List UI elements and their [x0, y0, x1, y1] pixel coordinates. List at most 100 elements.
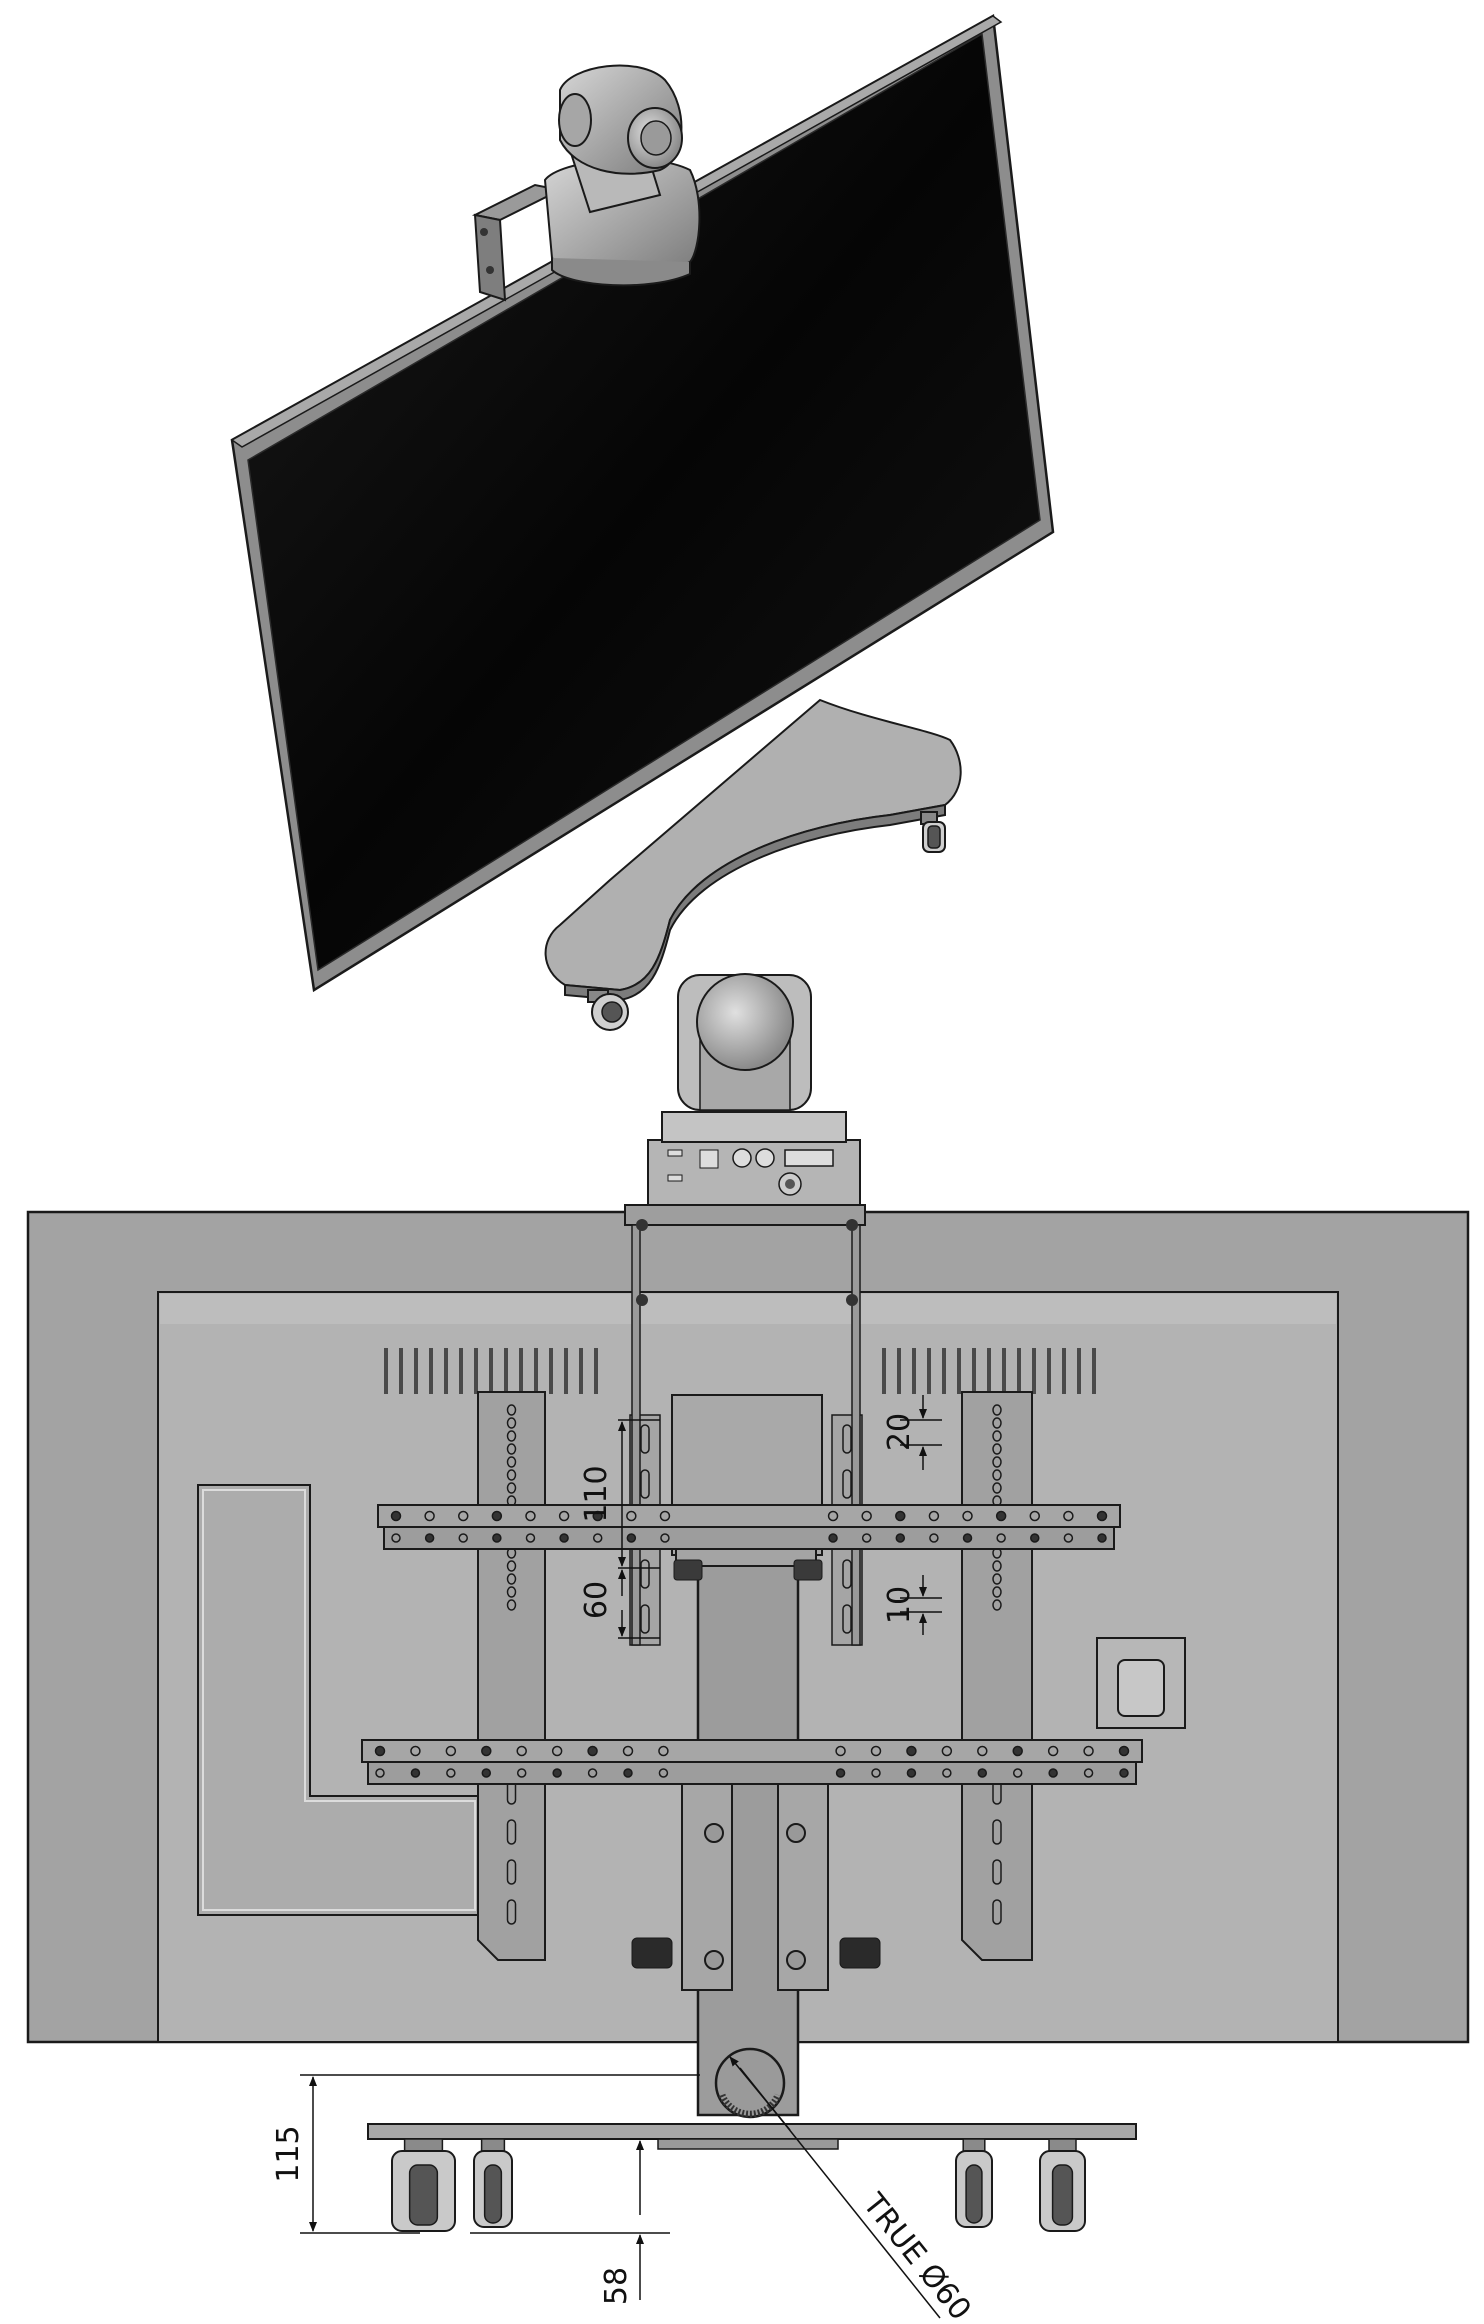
- vent-slot: [384, 1348, 388, 1394]
- arm-hole: [828, 1533, 838, 1543]
- dim-caster-height: 58: [470, 2138, 670, 2305]
- iso-base: [544, 698, 962, 1002]
- rail-hole: [506, 1417, 517, 1429]
- caster-wheel: [483, 2164, 503, 2224]
- arm-hole: [1118, 1745, 1130, 1757]
- caster-wheel: [408, 2164, 439, 2226]
- dim-label-115: 115: [271, 2125, 306, 2182]
- rear-camera: [647, 973, 861, 1206]
- iso-caster-right: [920, 811, 946, 853]
- arm-hole: [410, 1768, 421, 1778]
- arm-hole: [458, 1533, 468, 1543]
- dim-label-60: 60: [579, 1581, 614, 1619]
- arm-hole: [445, 1745, 457, 1757]
- arm-hole: [870, 1745, 882, 1757]
- arm-hole: [1048, 1768, 1058, 1778]
- arm-hole: [558, 1510, 570, 1522]
- arm-hole: [424, 1533, 435, 1543]
- arm-hole: [941, 1745, 953, 1757]
- arm-hole: [835, 1745, 846, 1757]
- rail-slot: [992, 1899, 1002, 1925]
- inner-rail-slot: [640, 1604, 650, 1634]
- arm-hole: [928, 1510, 940, 1522]
- vent-slot: [942, 1348, 946, 1394]
- arm-hole: [481, 1745, 492, 1757]
- rail-hole: [506, 1573, 517, 1585]
- arm-hole: [962, 1533, 973, 1543]
- vent-slot: [1047, 1348, 1051, 1394]
- rail-slot: [992, 1819, 1002, 1845]
- arm-hole: [375, 1768, 385, 1778]
- inner-rail-slot: [842, 1469, 852, 1499]
- rail-hole: [992, 1482, 1002, 1494]
- dim-label-10: 10: [882, 1586, 917, 1624]
- inner-rail-slot: [842, 1424, 852, 1454]
- arm-hole: [895, 1533, 906, 1543]
- dim-label-20: 20: [882, 1413, 917, 1451]
- vent-slot: [1002, 1348, 1006, 1394]
- horizontal-arms: [361, 1504, 1143, 1785]
- arm-hole: [996, 1533, 1006, 1543]
- vent-slot: [1077, 1348, 1081, 1394]
- arm-hole: [1047, 1745, 1059, 1757]
- rail-hole: [992, 1430, 1002, 1442]
- caster-wheel: [965, 2164, 983, 2224]
- arm-hole: [551, 1745, 563, 1757]
- vent-slot: [882, 1348, 886, 1394]
- caster-mount: [403, 2138, 444, 2152]
- vent-slot: [429, 1348, 433, 1394]
- arm-hole: [861, 1510, 872, 1522]
- arm-hole: [525, 1510, 536, 1522]
- rail-hole: [992, 1417, 1002, 1429]
- vent-slot: [579, 1348, 583, 1394]
- arm-hole: [525, 1533, 536, 1543]
- horizontal-arm-lower: [383, 1526, 1115, 1550]
- arm-hole: [658, 1745, 669, 1757]
- arm-hole: [391, 1533, 401, 1543]
- arm-hole: [1063, 1533, 1074, 1543]
- arm-hole: [492, 1533, 502, 1543]
- rail-hole: [506, 1456, 517, 1468]
- rail-slot: [506, 1859, 517, 1885]
- vent-slot: [549, 1348, 553, 1394]
- arm-hole: [1096, 1510, 1108, 1522]
- vent-slot: [912, 1348, 916, 1394]
- arm-hole: [1083, 1768, 1094, 1778]
- arm-hole: [446, 1768, 456, 1778]
- vent-slots: [384, 1348, 1096, 1394]
- arm-hole: [1012, 1745, 1023, 1757]
- dim-slot-spacing: 110: [579, 1419, 660, 1569]
- rail-hole: [992, 1599, 1002, 1611]
- rear-camera-lens: [696, 973, 794, 1071]
- center-pole: [631, 1539, 881, 2119]
- vent-slot: [414, 1348, 418, 1394]
- arm-hole: [906, 1768, 917, 1778]
- arm-hole: [457, 1510, 469, 1522]
- rail-hole: [992, 1586, 1002, 1598]
- vent-slot: [594, 1348, 598, 1394]
- arm-hole: [516, 1768, 527, 1778]
- vent-slot: [564, 1348, 568, 1394]
- arm-hole: [861, 1533, 872, 1543]
- arm-hole: [481, 1768, 492, 1778]
- arm-hole: [660, 1533, 670, 1543]
- arm-hole: [1119, 1768, 1129, 1778]
- arm-hole: [424, 1510, 435, 1522]
- arm-hole: [906, 1745, 917, 1757]
- arm-hole: [658, 1768, 669, 1778]
- inner-rail-slot: [842, 1559, 852, 1589]
- dim-label-58: 58: [599, 2267, 634, 2305]
- horizontal-arm: [361, 1739, 1143, 1763]
- rear-view: [26, 973, 1470, 2232]
- rail-hole: [506, 1443, 517, 1455]
- arm-hole: [516, 1745, 527, 1757]
- casters: [391, 2138, 1086, 2232]
- vent-slot: [474, 1348, 478, 1394]
- arm-hole: [977, 1768, 988, 1778]
- rail-hole: [506, 1404, 517, 1416]
- rail-hole: [992, 1469, 1002, 1481]
- vent-slot: [927, 1348, 931, 1394]
- vent-slot: [897, 1348, 901, 1394]
